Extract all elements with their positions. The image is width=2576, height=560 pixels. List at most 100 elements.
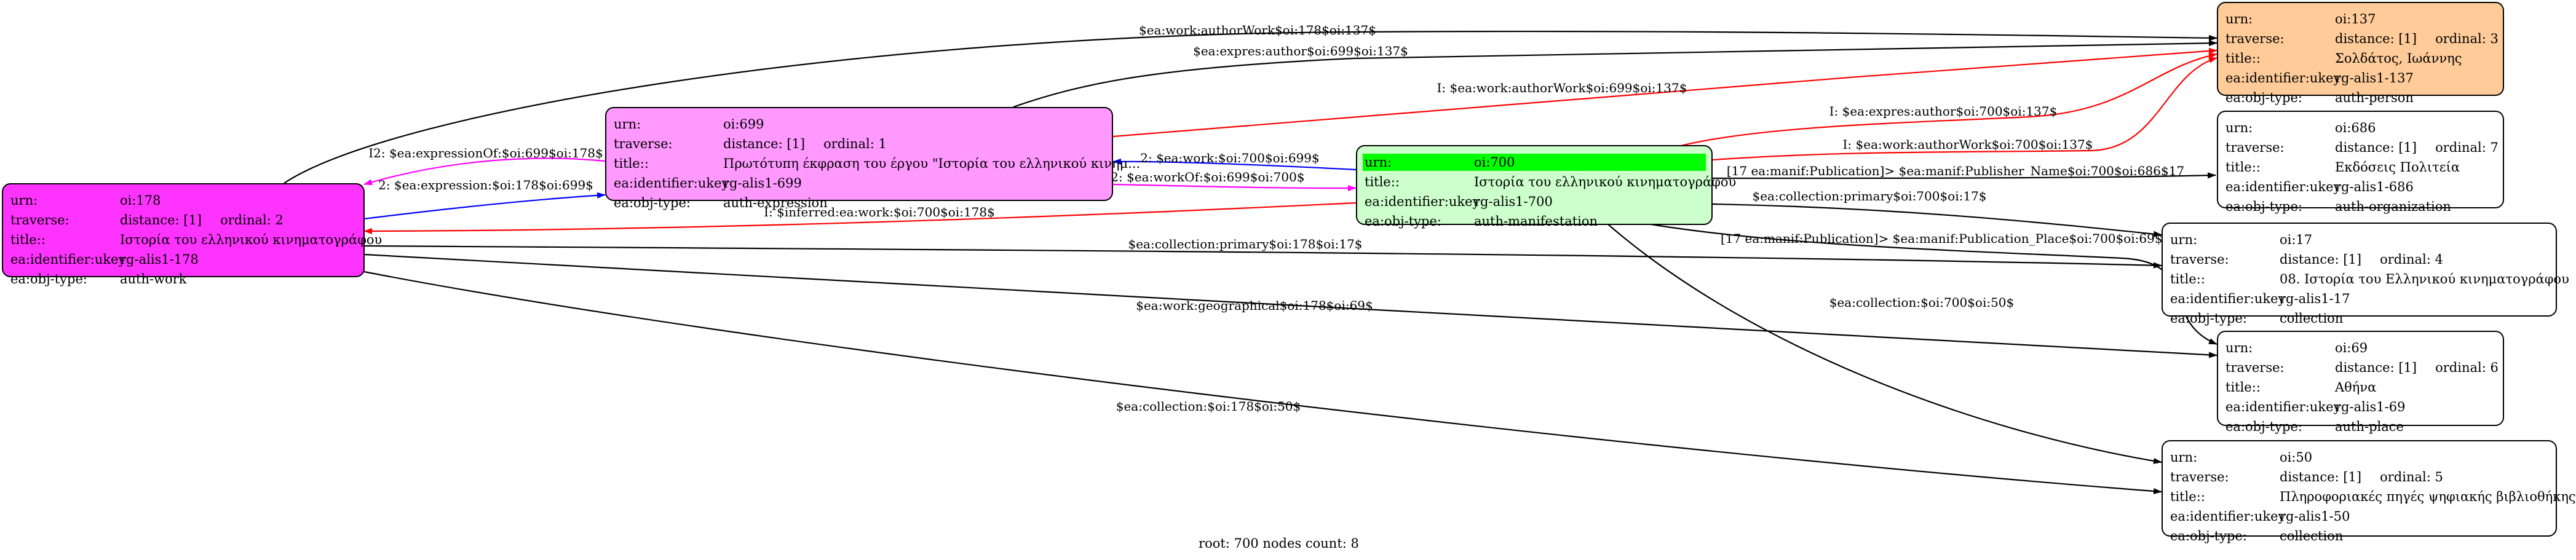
field-title: title::Σολδάτος, Ιωάννης bbox=[2225, 49, 2495, 68]
edge-path bbox=[363, 270, 2162, 494]
ordinal-value: ordinal: 2 bbox=[220, 213, 283, 227]
node-oi-699[interactable]: urn:oi:699 traverse:distance: [1]ordinal… bbox=[605, 107, 1140, 210]
edge-label: $ea:expres:author$oi:699$oi:137$ bbox=[1193, 44, 1408, 58]
field-value: rg-alis1-699 bbox=[723, 176, 802, 191]
field-value: Πρωτότυπη έκφραση του έργου "Ιστορία του… bbox=[723, 156, 1141, 171]
field-value: Ιστορία του ελληνικού κινηματογράφου bbox=[1474, 175, 1737, 189]
field-value: oi:700 bbox=[1474, 155, 1515, 170]
field-value: rg-alis1-50 bbox=[2280, 509, 2350, 524]
node-oi-137[interactable]: urn: oi:137 traverse:distance: [1]ordinal… bbox=[2217, 2, 2504, 105]
graph-footer-caption: root: 700 nodes count: 8 bbox=[1199, 536, 1359, 551]
field-key: urn: bbox=[2225, 120, 2253, 135]
field-value: oi:69 bbox=[2335, 341, 2368, 355]
field-key: ea:identifier:ukey bbox=[10, 252, 126, 267]
ordinal-value: ordinal: 4 bbox=[2380, 252, 2443, 267]
edge-label: $ea:collection:$oi:178$oi:50$ bbox=[1116, 399, 1301, 414]
edge-inferred-expres-author-700-137: I: $ea:expres:author$oi:700$oi:137$ bbox=[1678, 52, 2217, 148]
edge-path bbox=[1112, 183, 1357, 192]
edge-expression-178-699: 2: $ea:expression:$oi:178$oi:699$ bbox=[363, 178, 606, 220]
field-urn: urn: oi:700 bbox=[1363, 152, 1706, 172]
edge-path bbox=[1678, 52, 2217, 148]
field-key: ea:identifier:ukey bbox=[614, 176, 729, 191]
ordinal-value: ordinal: 7 bbox=[2435, 140, 2499, 155]
root-highlight bbox=[1363, 154, 1706, 171]
field-key: traverse: bbox=[2225, 360, 2285, 375]
field-title: title::08. Ιστορία του Ελληνικού κινηματ… bbox=[2170, 269, 2569, 289]
field-value: oi:686 bbox=[2335, 120, 2376, 135]
field-value: auth-work bbox=[120, 272, 187, 286]
edge-workof-699-700: I2: $ea:workOf:$oi:699$oi:700$ bbox=[1106, 170, 1357, 192]
field-key: ea:identifier:ukey bbox=[2225, 71, 2341, 85]
node-oi-700-root[interactable]: urn: oi:700 title::Ιστορία του ελληνικού … bbox=[1356, 145, 1736, 229]
field-key: traverse: bbox=[2170, 470, 2229, 484]
field-urn: urn: oi:686 bbox=[2225, 118, 2495, 138]
field-key: ea:obj-type: bbox=[2170, 529, 2247, 543]
field-title: title::Αθήνα bbox=[2225, 377, 2495, 397]
edge-publisher-700-686: [17 ea:manif:Publication]> $ea:manif:Pub… bbox=[1712, 164, 2216, 179]
edge-collection-700-50: $ea:collection:$oi:700$oi:50$ bbox=[1607, 224, 2162, 464]
node-oi-178[interactable]: urn:oi:178 traverse:distance: [1]ordinal… bbox=[2, 183, 382, 286]
field-title: title::Ιστορία του ελληνικού κινηματογρά… bbox=[10, 230, 382, 250]
field-traverse: traverse:distance: [1]ordinal: 7 bbox=[2225, 138, 2499, 157]
field-value: auth-place bbox=[2335, 419, 2404, 434]
field-value: Σολδάτος, Ιωάννης bbox=[2335, 51, 2462, 66]
field-value: Ιστορία του ελληνικού κινηματογράφου bbox=[120, 232, 382, 247]
field-value: rg-alis1-178 bbox=[120, 252, 199, 267]
node-oi-69[interactable]: urn: oi:69 traverse: distance: [1] ordinal:… bbox=[2217, 331, 2504, 434]
field-key: ea:identifier:ukey bbox=[2170, 291, 2286, 306]
field-value: rg-alis1-686 bbox=[2335, 179, 2414, 194]
field-traverse: traverse:distance: [1]ordinal: 2 bbox=[10, 210, 356, 230]
field-value: Εκδόσεις Πολιτεία bbox=[2335, 160, 2460, 175]
field-value: Πληροφοριακές πηγές ψηφιακής βιβλιοθήκης bbox=[2280, 489, 2576, 504]
distance-value: distance: [1] bbox=[2280, 470, 2362, 484]
field-key: title:: bbox=[2225, 380, 2261, 395]
field-key: urn: bbox=[2225, 12, 2253, 26]
field-key: ea:obj-type: bbox=[10, 272, 87, 286]
field-key: traverse: bbox=[2225, 31, 2285, 46]
ordinal-value: ordinal: 6 bbox=[2435, 360, 2499, 375]
field-traverse: traverse:distance: [1]ordinal: 1 bbox=[614, 134, 1104, 154]
edge-expres-author-699-137: $ea:expres:author$oi:699$oi:137$ bbox=[1013, 40, 2217, 108]
edge-collection-primary-178-17: $ea:collection:primary$oi:178$oi:17$ bbox=[363, 237, 2162, 269]
field-objtype: ea:obj-type:auth-place bbox=[2225, 417, 2495, 436]
field-key: ea:identifier:ukey bbox=[1365, 194, 1480, 209]
field-objtype: ea:obj-type:auth-expression bbox=[614, 193, 1104, 213]
ordinal-value: ordinal: 5 bbox=[2380, 470, 2443, 484]
field-value: oi:137 bbox=[2335, 12, 2376, 26]
field-key: traverse: bbox=[614, 136, 673, 151]
field-urn: urn: oi:69 bbox=[2225, 338, 2495, 358]
field-value: rg-alis1-17 bbox=[2280, 291, 2350, 306]
field-urn: urn:oi:699 bbox=[614, 114, 1104, 134]
field-objtype: ea:obj-type:collection bbox=[2170, 309, 2548, 328]
node-oi-17[interactable]: urn:oi:17 traverse:distance: [1]ordinal:… bbox=[2162, 223, 2569, 326]
field-objtype: ea:obj-type:auth-person bbox=[2225, 88, 2495, 108]
field-value: collection bbox=[2280, 311, 2344, 326]
field-value: oi:699 bbox=[723, 117, 764, 132]
field-traverse: traverse:distance: [1]ordinal: 3 bbox=[2225, 29, 2499, 49]
edge-path bbox=[363, 202, 1357, 234]
field-key: urn: bbox=[1365, 155, 1392, 170]
node-oi-50[interactable]: urn:oi:50 traverse:distance: [1]ordinal:… bbox=[2162, 440, 2576, 543]
edge-label: [17 ea:manif:Publication]> $ea:manif:Pub… bbox=[1721, 231, 2178, 246]
edge-label: $ea:work:authorWork$oi:178$oi:137$ bbox=[1139, 23, 1376, 37]
field-title: title::Εκδόσεις Πολιτεία bbox=[2225, 157, 2495, 177]
field-key: urn: bbox=[2225, 341, 2253, 355]
field-urn: urn: oi:137 bbox=[2225, 9, 2495, 29]
edge-label: 2: $ea:work:$oi:700$oi:699$ bbox=[1140, 151, 1320, 165]
node-oi-686[interactable]: urn: oi:686 traverse:distance: [1]ordinal… bbox=[2217, 111, 2504, 214]
field-title: title::Ιστορία του ελληνικού κινηματογρά… bbox=[1365, 172, 1736, 192]
edge-path bbox=[1712, 203, 2162, 237]
field-key: urn: bbox=[10, 193, 38, 208]
edge-label: I2: $ea:expressionOf:$oi:699$oi:178$ bbox=[368, 146, 603, 160]
field-objtype: ea:obj-type:auth-organization bbox=[2225, 197, 2495, 216]
distance-value: distance: [1] bbox=[2280, 252, 2362, 267]
distance-value: distance: [1] bbox=[2335, 360, 2417, 375]
field-key: traverse: bbox=[2225, 140, 2285, 155]
edge-inferred-work-700-178: I: $inferred:ea:work:$oi:700$oi:178$ bbox=[363, 202, 1357, 234]
field-key: ea:obj-type: bbox=[2225, 90, 2302, 105]
